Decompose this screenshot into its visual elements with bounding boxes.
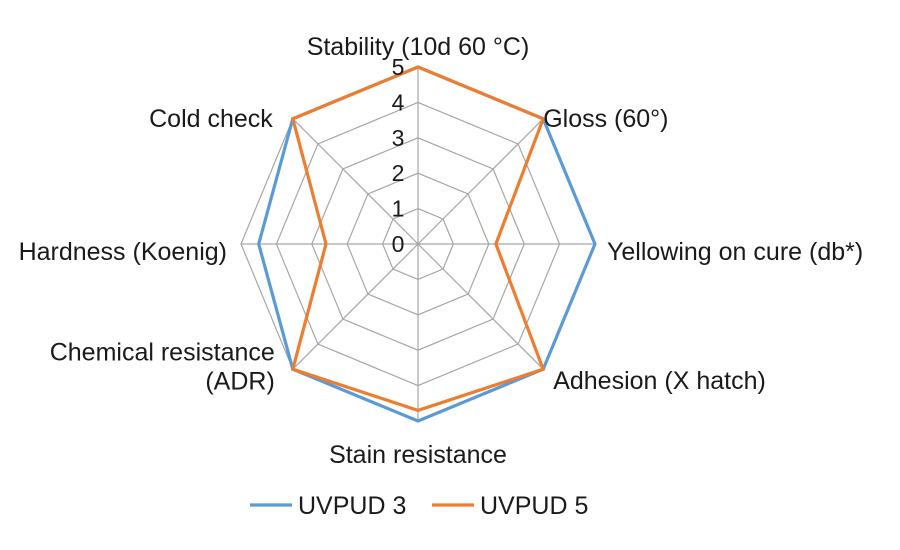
axis-label: Stain resistance <box>329 441 507 469</box>
axis-label-line: Chemical resistance <box>50 339 275 367</box>
axis-label: Cold check <box>149 105 273 133</box>
legend-label: UVPUD 5 <box>480 492 588 520</box>
tick-label: 3 <box>392 125 405 151</box>
axis-label-line: Gloss (60°) <box>543 105 668 133</box>
axis-label-line: Yellowing on cure (db*) <box>607 238 863 266</box>
tick-label: 0 <box>392 231 405 257</box>
spoke-4 <box>417 243 544 370</box>
tick-label: 1 <box>392 196 405 222</box>
axis-label-line: Hardness (Koenig) <box>19 238 227 266</box>
legend-label: UVPUD 3 <box>298 492 406 520</box>
axis-label: Hardness (Koenig) <box>19 238 227 266</box>
radar-spokes <box>241 67 595 421</box>
legend: UVPUD 3 UVPUD 5 <box>250 492 588 520</box>
axis-label-line: Adhesion (X hatch) <box>553 367 766 395</box>
tick-label: 2 <box>392 160 405 186</box>
axis-label: Gloss (60°) <box>543 105 668 133</box>
radial-tick-labels: 0 1 2 3 4 5 <box>392 54 405 257</box>
axis-label-line: (ADR) <box>205 368 274 396</box>
tick-label: 5 <box>392 54 405 80</box>
tick-label: 4 <box>392 89 405 115</box>
axis-labels: Stability (10d 60 °C) Gloss (60°) Yellowin… <box>19 33 864 469</box>
spoke-6 <box>292 243 419 370</box>
axis-label: Chemical resistance(ADR) <box>50 339 275 396</box>
axis-label: Adhesion (X hatch) <box>553 367 766 395</box>
axis-label-line: Stain resistance <box>329 441 507 469</box>
spoke-8 <box>292 118 419 245</box>
axis-label: Yellowing on cure (db*) <box>607 238 863 266</box>
series-line-2 <box>290 65 546 413</box>
axis-label-line: Cold check <box>149 105 273 133</box>
axis-label-line: Stability (10d 60 °C) <box>307 33 530 61</box>
spoke-2 <box>417 118 544 245</box>
radar-series <box>257 65 597 423</box>
axis-label: Stability (10d 60 °C) <box>307 33 530 61</box>
series-line-1 <box>257 65 597 423</box>
